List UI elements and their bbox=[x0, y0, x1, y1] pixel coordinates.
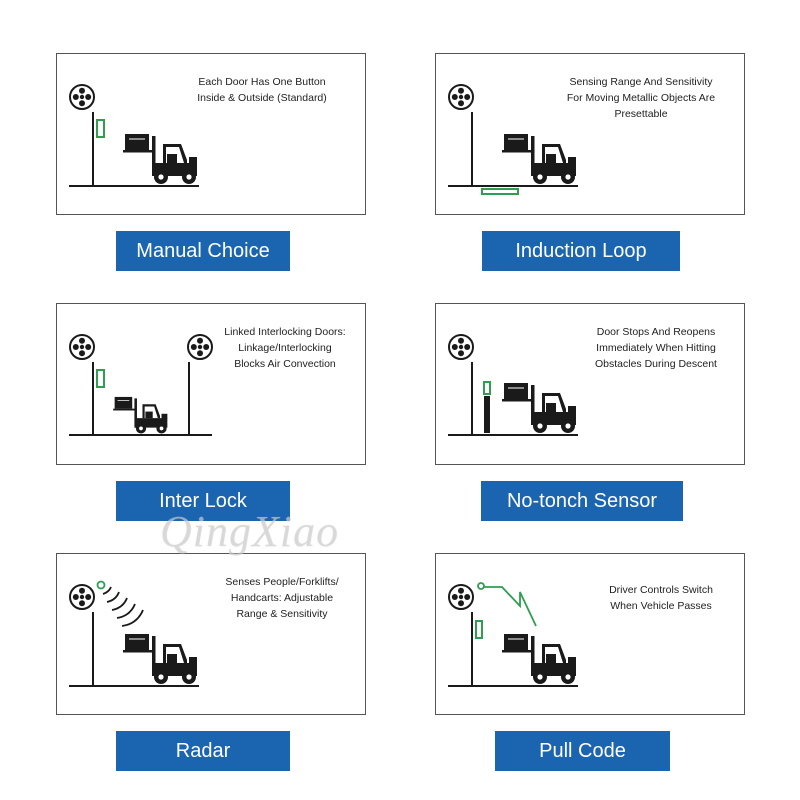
forklift-icon bbox=[502, 382, 577, 434]
panel-description: Each Door Has One Button Inside & Outsid… bbox=[197, 76, 327, 104]
door-reel-icon bbox=[448, 584, 474, 610]
edge-sensor-icon bbox=[483, 381, 491, 395]
panel-pull-code: Driver Controls Switch When Vehicle Pass… bbox=[435, 553, 745, 715]
door-reel-icon bbox=[69, 84, 95, 110]
manual-choice-scene bbox=[69, 84, 199, 187]
induction-loop-icon bbox=[481, 188, 519, 195]
door-reel-icon bbox=[448, 334, 474, 360]
forklift-icon bbox=[502, 633, 577, 685]
panel-induction-loop: Sensing Range And Sensitivity For Moving… bbox=[435, 53, 745, 215]
panel-description: Senses People/Forklifts/ Handcarts: Adju… bbox=[225, 576, 339, 620]
label-no-tonch-sensor: No-tonch Sensor bbox=[481, 481, 683, 521]
radar-sensor-icon bbox=[96, 580, 106, 590]
forklift-icon bbox=[123, 633, 198, 685]
panel-description: Driver Controls Switch When Vehicle Pass… bbox=[609, 584, 713, 612]
pull-cord-icon bbox=[484, 586, 537, 627]
push-button-icon bbox=[475, 620, 483, 639]
pull-switch-icon bbox=[477, 582, 485, 590]
label-inter-lock: Inter Lock bbox=[116, 481, 290, 521]
no-tonch-sensor-scene bbox=[448, 334, 578, 436]
door-reel-icon bbox=[69, 584, 95, 610]
push-button-icon bbox=[96, 119, 105, 138]
label-manual-choice: Manual Choice bbox=[116, 231, 290, 271]
label-induction-loop: Induction Loop bbox=[482, 231, 680, 271]
forklift-icon bbox=[123, 133, 198, 185]
radar-waves-icon bbox=[102, 586, 144, 627]
panel-description: Door Stops And Reopens Immediately When … bbox=[595, 326, 717, 370]
panel-no-tonch-sensor: Door Stops And Reopens Immediately When … bbox=[435, 303, 745, 465]
label-pull-code: Pull Code bbox=[495, 731, 670, 771]
door-reel-left-icon bbox=[69, 334, 95, 360]
panel-inter-lock: Linked Interlocking Doors: Linkage/Inter… bbox=[56, 303, 366, 465]
door-curtain-icon bbox=[484, 396, 490, 433]
induction-loop-scene bbox=[448, 84, 578, 195]
interlock-button-icon bbox=[96, 369, 105, 388]
panel-manual-choice: Each Door Has One Button Inside & Outsid… bbox=[56, 53, 366, 215]
door-reel-icon bbox=[448, 84, 474, 110]
radar-scene bbox=[69, 580, 199, 687]
inter-lock-scene bbox=[69, 334, 213, 436]
pull-code-scene bbox=[448, 582, 578, 687]
label-radar: Radar bbox=[116, 731, 290, 771]
forklift-icon bbox=[502, 133, 577, 185]
panel-radar: Senses People/Forklifts/ Handcarts: Adju… bbox=[56, 553, 366, 715]
panel-description: Linked Interlocking Doors: Linkage/Inter… bbox=[224, 326, 346, 370]
panel-description: Sensing Range And Sensitivity For Moving… bbox=[566, 76, 716, 120]
forklift-icon bbox=[113, 396, 168, 434]
